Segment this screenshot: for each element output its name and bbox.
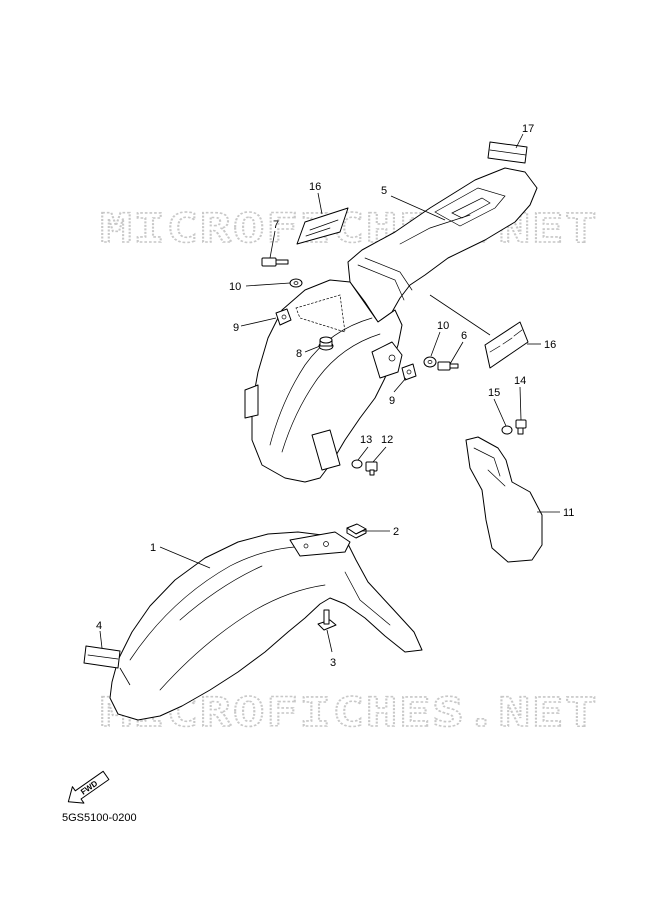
- bolt-12: [365, 461, 378, 476]
- nut-clip-9-right: [401, 363, 417, 381]
- diagram-code: 5GS5100-0200: [62, 812, 137, 824]
- washer-15: [501, 425, 513, 435]
- callout-4: 4: [96, 620, 102, 632]
- front-fender-1: [109, 531, 423, 721]
- bolt-3: [317, 609, 337, 631]
- callout-11: 11: [563, 507, 574, 519]
- callout-13: 13: [360, 434, 372, 446]
- callout-14: 14: [514, 375, 526, 387]
- callout-3: 3: [330, 657, 336, 669]
- callout-16-lower: 16: [544, 339, 556, 351]
- callout-9-right: 9: [389, 395, 395, 407]
- callout-10-left: 10: [229, 281, 241, 293]
- decal-17: [487, 141, 528, 164]
- callout-9-left: 9: [233, 322, 239, 334]
- callout-16-upper: 16: [309, 181, 321, 193]
- callout-10-right: 10: [437, 320, 449, 332]
- callout-7: 7: [273, 219, 279, 231]
- callout-17: 17: [522, 123, 534, 135]
- decal-16-upper: [296, 207, 349, 245]
- decal-4: [83, 645, 121, 669]
- callout-5: 5: [381, 185, 387, 197]
- washer-10-right: [423, 356, 437, 368]
- bolt-6: [437, 361, 459, 371]
- callout-8: 8: [296, 348, 302, 360]
- bolt-14: [515, 419, 527, 435]
- callout-1: 1: [150, 542, 156, 554]
- washer-13: [351, 459, 363, 469]
- washer-10-left: [289, 278, 303, 288]
- decal-16-lower: [484, 321, 529, 369]
- callout-2: 2: [393, 526, 399, 538]
- bolt-7: [261, 257, 289, 267]
- nut-2: [346, 523, 367, 539]
- callout-15: 15: [488, 387, 500, 399]
- rear-fender-5: [244, 167, 538, 483]
- nut-clip-9-left: [275, 308, 292, 326]
- fwd-arrow-icon: FWD: [67, 770, 110, 804]
- callout-12: 12: [381, 434, 393, 446]
- leader-lines: [99, 133, 560, 686]
- callout-6: 6: [461, 330, 467, 342]
- mud-flap-11: [465, 436, 543, 563]
- grommet-8: [318, 336, 334, 351]
